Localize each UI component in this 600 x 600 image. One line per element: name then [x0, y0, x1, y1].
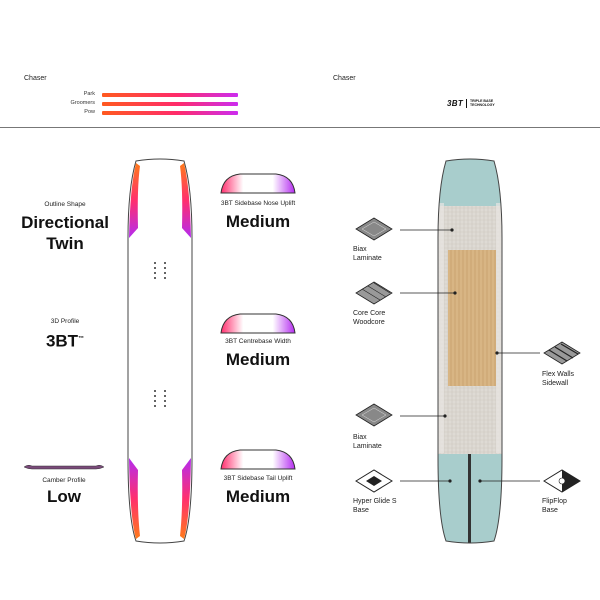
nose-uplift-value: Medium — [225, 212, 291, 231]
outline-shape-value-2: Twin — [46, 234, 84, 253]
rating-bar-park — [102, 93, 238, 97]
outline-shape-value-1: Directional — [21, 213, 109, 232]
rating-bar-pow — [102, 111, 238, 115]
biax-laminate-bottom-icon — [355, 403, 393, 427]
flex-walls-icon — [543, 341, 581, 365]
header-divider — [0, 127, 600, 128]
core-woodcore-icon — [355, 281, 393, 305]
3bt-logo: 3BT TRIPLE BASE TECHNOLOGY — [447, 97, 495, 109]
3d-profile-label: 3D Profile — [50, 318, 80, 325]
centrebase-width-value: Medium — [225, 350, 291, 369]
camber-profile-label: Camber Profile — [42, 477, 86, 484]
header-title-right: Chaser — [333, 75, 356, 82]
camber-profile-icon — [23, 464, 105, 470]
rating-bar-groomers — [102, 102, 238, 106]
3d-profile-value: 3BT™ — [45, 331, 85, 351]
nose-uplift-icon — [220, 173, 296, 194]
hyper-glide-base-icon — [355, 469, 393, 493]
tail-uplift-label: 3BT Sidebase Tail Uplift — [223, 475, 293, 482]
3bt-logo-text: 3BT — [447, 98, 464, 108]
nose-uplift-label: 3BT Sidebase Nose Uplift — [220, 200, 296, 207]
biax-laminate-top-icon — [355, 217, 393, 241]
board-construction-view — [437, 158, 503, 544]
centrebase-width-icon — [220, 313, 296, 334]
flipflop-base-icon — [543, 469, 581, 493]
3bt-caption-2: TECHNOLOGY — [470, 103, 495, 107]
camber-profile-value: Low — [47, 487, 81, 506]
outline-shape-label: Outline Shape — [44, 201, 86, 208]
3bt-caption-1: TRIPLE BASE — [470, 99, 494, 103]
tail-uplift-value: Medium — [225, 487, 291, 506]
header-title-left: Chaser — [24, 75, 47, 82]
rating-label-groomers: Groomers — [70, 100, 95, 106]
tail-uplift-icon — [220, 449, 296, 470]
centrebase-width-label: 3BT Centrebase Width — [225, 338, 291, 345]
rating-label-park: Park — [83, 91, 95, 97]
rating-label-pow: Pow — [84, 109, 95, 115]
board-top-view — [127, 158, 193, 544]
